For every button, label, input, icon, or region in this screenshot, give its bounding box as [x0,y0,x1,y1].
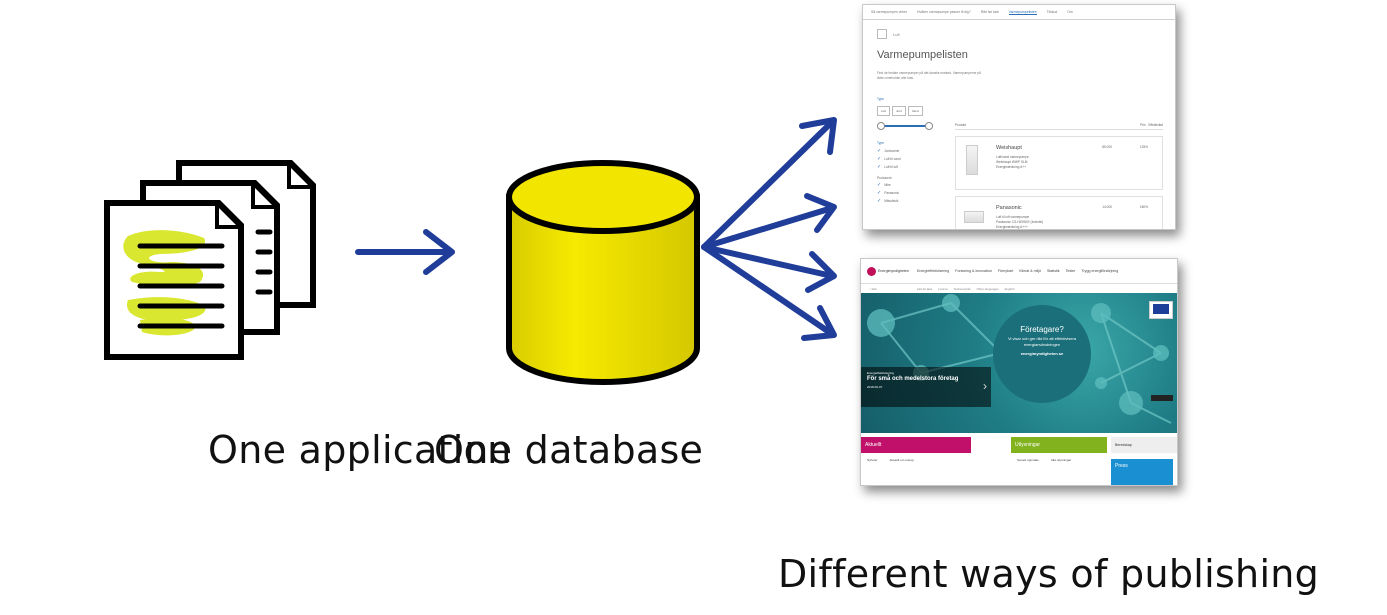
checkbox-item: ✓Panasonic [877,190,900,196]
hero-circle: Företagare? Vi visar och ger råd för att… [993,305,1091,403]
nav-item: Tilskud [1046,10,1058,14]
product-image [966,145,978,175]
nav-item: Så varmepumpen virker [871,10,907,14]
product-image [964,211,984,223]
site-logo: Energimyndigheten [867,266,909,276]
search-icon: ⌕ Sök [869,287,877,291]
eu-flag-icon [1149,301,1173,319]
database-cylinder-icon [506,160,700,385]
filter-button: Jord [892,106,906,116]
filter-button: Luft [877,106,891,116]
checks2-label: Producent [877,176,892,180]
band-utlysningar: Utlysningar [1011,437,1107,453]
range-slider [877,121,933,131]
results-list: Produkt Pris Effektivitet Weishaupt Luft… [955,123,1163,229]
application-caption: One application [208,428,512,472]
nav-item: Hvilken varmepumpe passer til dig? [917,10,971,14]
intro-text: Find de bedste varmepumper på det danske… [877,71,981,80]
band-beredskap: Beredskap [1111,437,1177,453]
hero-banner: Företagare? Vi visar och ger råd för att… [861,293,1177,433]
top-nav: Så varmepumpen virker Hvilken varmepumpe… [863,5,1175,20]
nav-item-active: Varmepumpelisten [1008,9,1037,15]
page-title: Varmepumpelisten [877,49,968,61]
news-overlay: Energieffektivisering För små och medels… [861,367,991,407]
checkbox-item: ✓Luft til luft [877,164,898,170]
checkbox-item: ✓Luft til vand [877,156,901,162]
checkbox-item: ✓Mitsubishi [877,198,899,204]
network-graphic [867,294,1172,424]
heatpump-list-screenshot: Så varmepumpen virker Hvilken varmepumpe… [862,4,1176,230]
filter-label: Type [877,97,884,101]
carousel-dots [1151,395,1173,401]
nav-item: Om [1067,10,1073,14]
filter-panel: Type Luft Jord Vand Type ✓Jordvarme ✓Luf… [877,97,933,206]
category-icon [877,29,887,39]
checkbox-item: ✓Nibe [877,182,891,188]
database-caption: One database [434,428,704,472]
nav-item: Råd før køb [980,10,999,14]
filter-button: Vand [907,106,923,116]
stacked-documents-icon [104,160,316,360]
press-box: Press [1111,459,1173,485]
breadcrumb: Luft [877,29,900,39]
publishing-arrows [701,117,837,341]
checks-label: Type [877,141,884,145]
band-aktuellt: Aktuellt [861,437,971,453]
arrow-right-icon [355,229,455,275]
publishing-caption: Different ways of publishing [778,552,1320,596]
results-header: Produkt Pris Effektivitet [955,123,1163,130]
checkbox-item: ✓Jordvarme [877,148,900,154]
chevron-right-icon: › [983,379,987,393]
